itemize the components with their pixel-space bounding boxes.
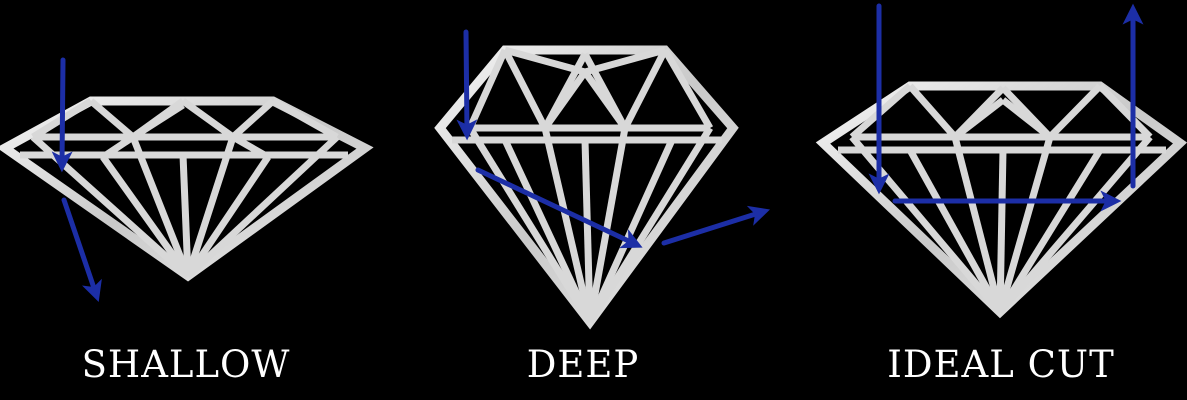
shallow-arrow-escape: [61, 197, 102, 302]
deep-arrow-in: [456, 29, 478, 141]
deep-label: DEEP: [526, 343, 640, 386]
deep-diamond: [434, 45, 739, 330]
ideal-cut-label: IDEAL CUT: [887, 343, 1115, 386]
shallow-diamond: [0, 96, 374, 282]
shallow-label: SHALLOW: [81, 343, 291, 386]
deep-arrow-escape: [661, 205, 771, 246]
shallow-diamond-facets: [20, 97, 348, 279]
deep-diamond-facets: [452, 46, 722, 324]
shallow-arrow-in: [51, 57, 73, 173]
light-path-arrows: [51, 3, 1144, 302]
deep-arrow-reflect: [475, 167, 643, 249]
